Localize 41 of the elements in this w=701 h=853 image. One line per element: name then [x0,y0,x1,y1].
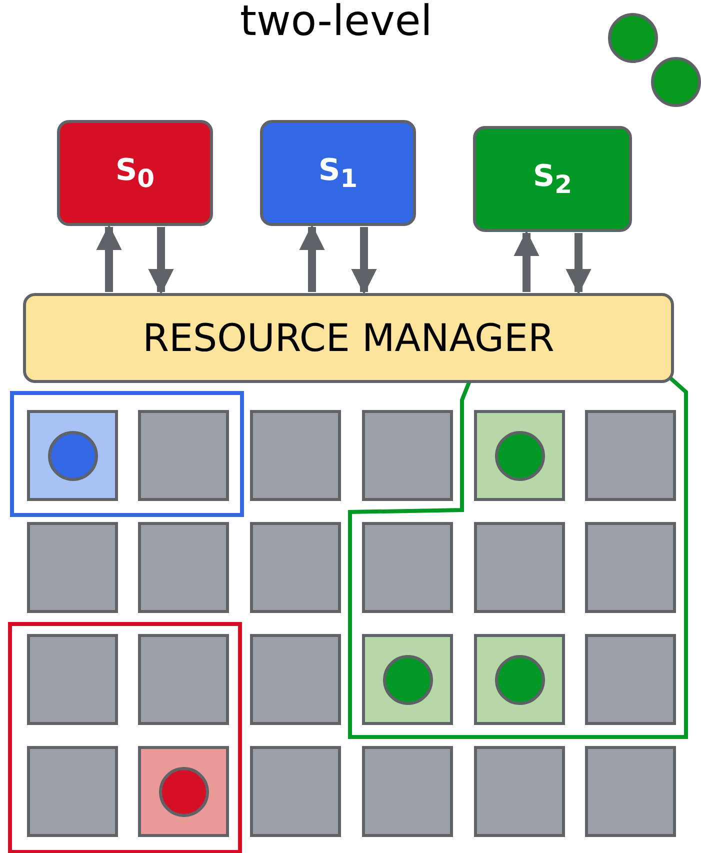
machine-box [138,746,229,837]
machine-box [250,746,341,837]
machine-box [362,634,453,725]
scheduler-box [57,120,213,226]
arrow [514,230,540,292]
scheduler-box [260,120,416,226]
machine-box [27,522,118,613]
machine-box [362,410,453,501]
machine-box [138,522,229,613]
machine-box [474,522,565,613]
machine-box [585,410,676,501]
manager-label: RESOURCE MANAGER [142,316,554,360]
scheduler-box [473,126,632,232]
machine-box [27,634,118,725]
machine-box [474,746,565,837]
machine-box [585,522,676,613]
scheduler-label: S$_{2}$ [532,159,572,199]
machine-box [250,522,341,613]
scheduler-label: S$_{0}$ [115,153,154,193]
arrow [351,227,377,295]
machine-box [27,746,118,837]
machine-box [250,410,341,501]
machine-box [27,410,118,501]
arrow [148,227,174,295]
machine-box [474,410,565,501]
machine-box [585,746,676,837]
arrow [299,224,325,292]
arrow [96,224,122,292]
machine-box [585,634,676,725]
title: two-level [240,0,432,45]
arrow [566,233,592,295]
machine-box [474,634,565,725]
task-dot [608,13,658,63]
machine-box [138,410,229,501]
machine-box [362,522,453,613]
scheduler-label: S$_{1}$ [318,153,358,193]
machine-box [250,634,341,725]
resource-manager-box [23,293,674,383]
machine-box [138,634,229,725]
machine-box [362,746,453,837]
task-dot [651,57,701,107]
